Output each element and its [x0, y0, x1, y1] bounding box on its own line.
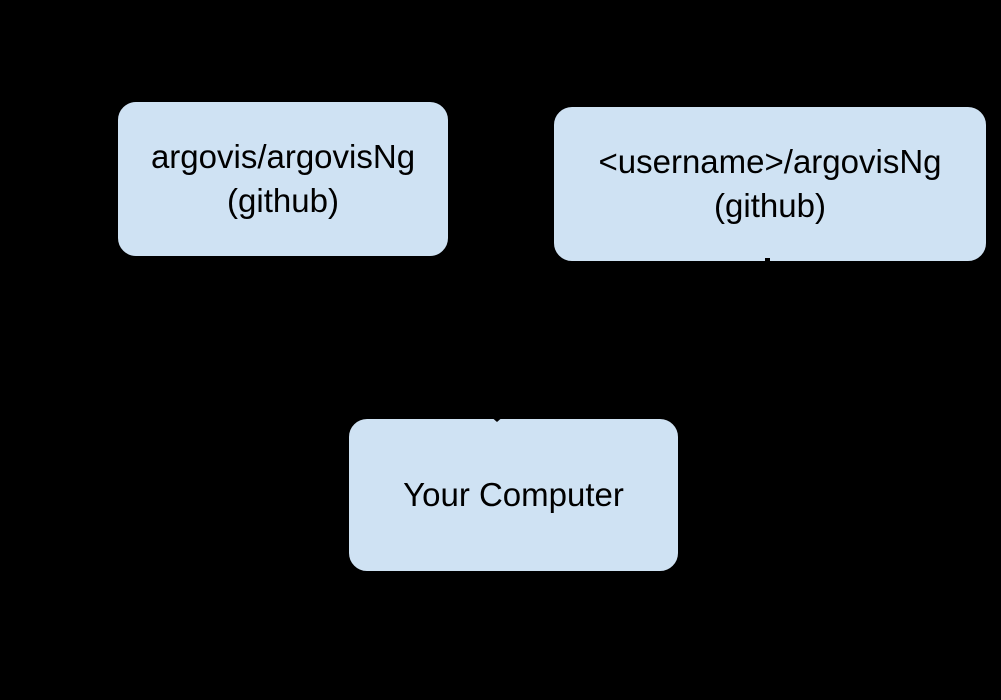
arrow-head-icon [489, 415, 505, 422]
connector-stub [765, 258, 770, 262]
node-fork-repo: <username>/argovisNg (github) [552, 105, 988, 263]
node-upstream-repo: argovis/argovisNg (github) [116, 100, 450, 258]
node-your-computer: Your Computer [347, 417, 680, 573]
upstream-repo-name: argovis/argovisNg [150, 138, 416, 176]
fork-repo-name: <username>/argovisNg [598, 143, 942, 181]
upstream-repo-subtitle: (github) [227, 182, 339, 219]
your-computer-label: Your Computer [403, 476, 624, 514]
fork-repo-subtitle: (github) [714, 187, 826, 224]
